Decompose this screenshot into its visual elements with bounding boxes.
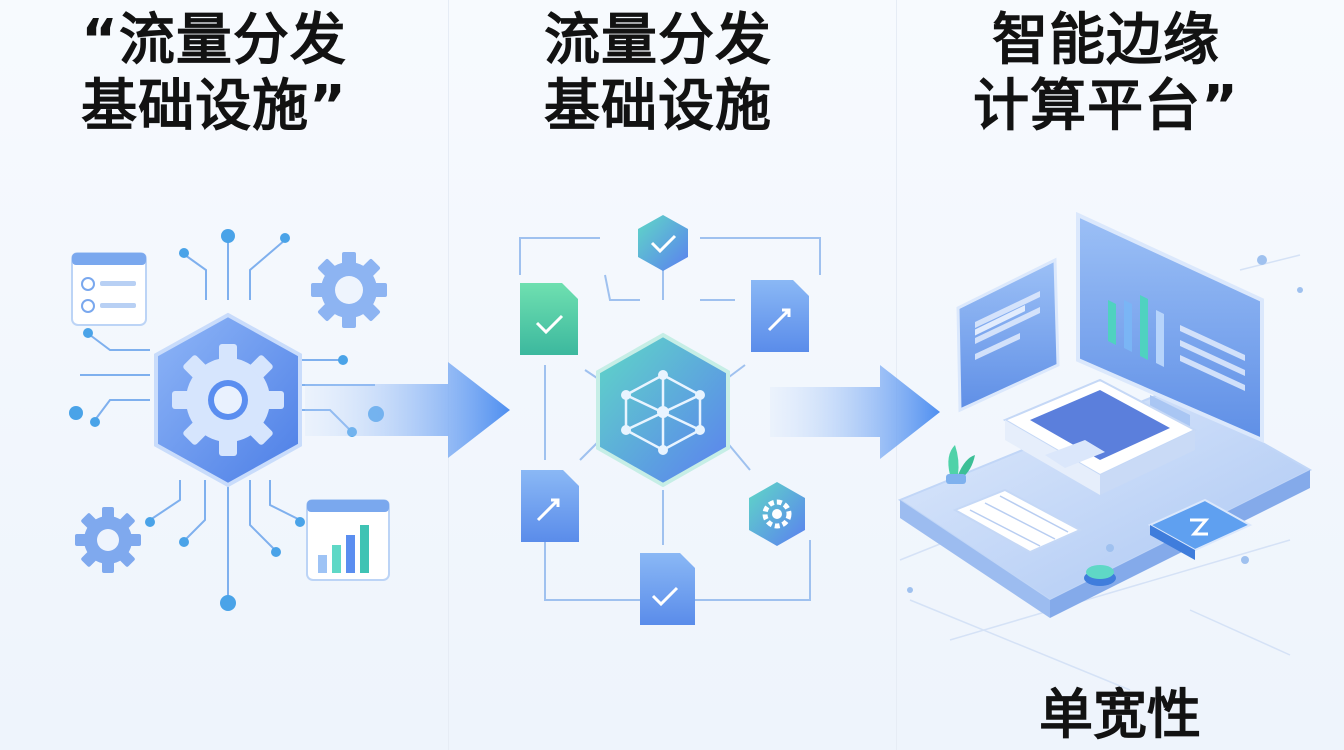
panel-3-workstation-art: [897, 211, 1313, 691]
gear-icon: [311, 252, 387, 328]
bar-chart-icon: [1108, 295, 1164, 367]
panel-1-title-line-1: “流量分发: [81, 8, 347, 73]
panel-2-title: 流量分发 基础设施: [459, 8, 857, 140]
device-icon: [1147, 498, 1253, 560]
shield-check-icon: [638, 215, 688, 271]
document-icon: [521, 470, 579, 542]
gear-icon: [172, 344, 284, 456]
panel-1-title-line-2: 基础设施”: [81, 74, 347, 139]
panel-edge-computing-platform: 智能边缘 计算平台”: [896, 0, 1344, 750]
panel-3-title: 智能边缘 计算平台”: [907, 8, 1305, 140]
document-icon: [640, 553, 695, 625]
panel-1-circuit-art: [69, 229, 510, 611]
panel-traffic-infrastructure-quoted: “流量分发 基础设施”: [0, 0, 448, 750]
panel-3-title-line-1: 智能边缘: [992, 8, 1220, 73]
bar-chart-icon: [306, 499, 390, 581]
list-card-icon: [71, 252, 147, 326]
document-icon: [751, 280, 809, 352]
flow-arrow-1: [305, 362, 510, 458]
panel-2-network-art: [519, 215, 940, 625]
panel-3-title-line-2: 计算平台”: [973, 74, 1239, 139]
panel-1-title: “流量分发 基础设施”: [10, 8, 418, 140]
gear-icon: [75, 507, 141, 573]
panel-2-title-line-1: 流量分发: [544, 8, 772, 73]
button-icon: [1084, 565, 1116, 586]
panel-2-title-line-2: 基础设施: [544, 74, 772, 139]
document-icon: [520, 283, 578, 355]
flow-arrow-2: [770, 365, 940, 459]
laptop-icon: [1002, 378, 1198, 495]
bottom-label: 单宽性: [1039, 683, 1201, 746]
computer-monitor-icon: [956, 257, 1060, 413]
keyboard-icon: [952, 488, 1083, 554]
plant-icon: [946, 445, 975, 484]
